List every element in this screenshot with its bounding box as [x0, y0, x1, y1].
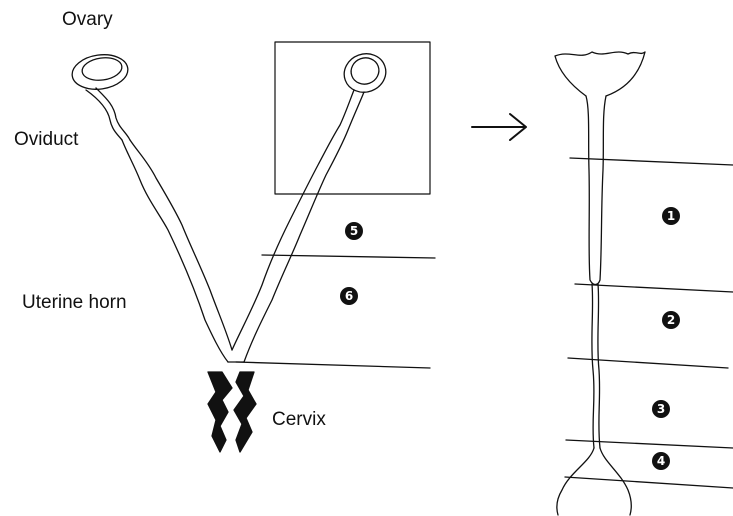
- arrow-icon: [472, 114, 526, 140]
- isthmus: [592, 284, 600, 448]
- segment-1-marker: 1: [662, 207, 680, 225]
- left-uterine-horn: [122, 140, 232, 362]
- left-ovary: [70, 51, 130, 92]
- infundibulum: [555, 52, 645, 96]
- cervix-shape: [208, 372, 256, 452]
- segment-6-marker: 6: [340, 287, 358, 305]
- oviduct-label: Oviduct: [14, 130, 78, 149]
- right-uterine-horn: [232, 90, 364, 362]
- division-line-3-4: [566, 440, 733, 448]
- division-line-top-1: [570, 158, 733, 165]
- uterine-horn-label: Uterine horn: [22, 293, 127, 312]
- segment-5-marker: 5: [345, 222, 363, 240]
- cervix-label: Cervix: [272, 410, 326, 429]
- segment-2-marker: 2: [662, 311, 680, 329]
- right-ovary: [339, 48, 391, 98]
- utero-tubal-junction: [557, 448, 632, 515]
- ampulla: [586, 96, 606, 285]
- division-line-4-bottom: [565, 477, 733, 488]
- division-line-5-6: [262, 255, 435, 258]
- segment-3-marker: 3: [652, 400, 670, 418]
- ovary-label: Ovary: [62, 10, 113, 29]
- division-line-6-bottom: [236, 362, 430, 368]
- segment-4-marker: 4: [652, 452, 670, 470]
- left-oviduct: [86, 88, 130, 140]
